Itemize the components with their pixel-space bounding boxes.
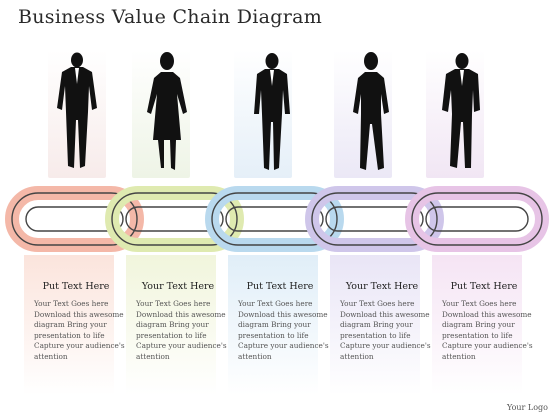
column-background-2 [126, 255, 216, 395]
column-background-3 [228, 255, 318, 395]
businessman-silhouette-icon [54, 50, 100, 172]
column-body-4: Your Text Goes here Download this awesom… [340, 299, 431, 361]
column-heading-1: Put Text Here [42, 281, 110, 292]
businesswoman-silhouette-icon [143, 50, 191, 172]
logo-text: Your Logo [507, 403, 548, 412]
diagram-title: Business Value Chain Diagram [18, 6, 323, 28]
column-heading-2: Your Text Here [141, 281, 215, 292]
chain-links [5, 186, 549, 252]
column-body-2: Your Text Goes here Download this awesom… [136, 299, 227, 361]
businessman-silhouette-icon [436, 50, 484, 172]
businesswoman-silhouette-icon [348, 50, 394, 172]
column-body-3: Your Text Goes here Download this awesom… [238, 299, 329, 361]
column-body-1: Your Text Goes here Download this awesom… [34, 299, 125, 361]
column-body-5: Your Text Goes here Download this awesom… [442, 299, 533, 361]
column-background-5 [432, 255, 522, 395]
column-heading-5: Put Text Here [450, 281, 518, 292]
column-background-1 [24, 255, 114, 395]
businessman-silhouette-icon [249, 50, 295, 172]
column-heading-3: Put Text Here [246, 281, 314, 292]
column-background-4 [330, 255, 420, 395]
column-heading-4: Your Text Here [345, 281, 419, 292]
